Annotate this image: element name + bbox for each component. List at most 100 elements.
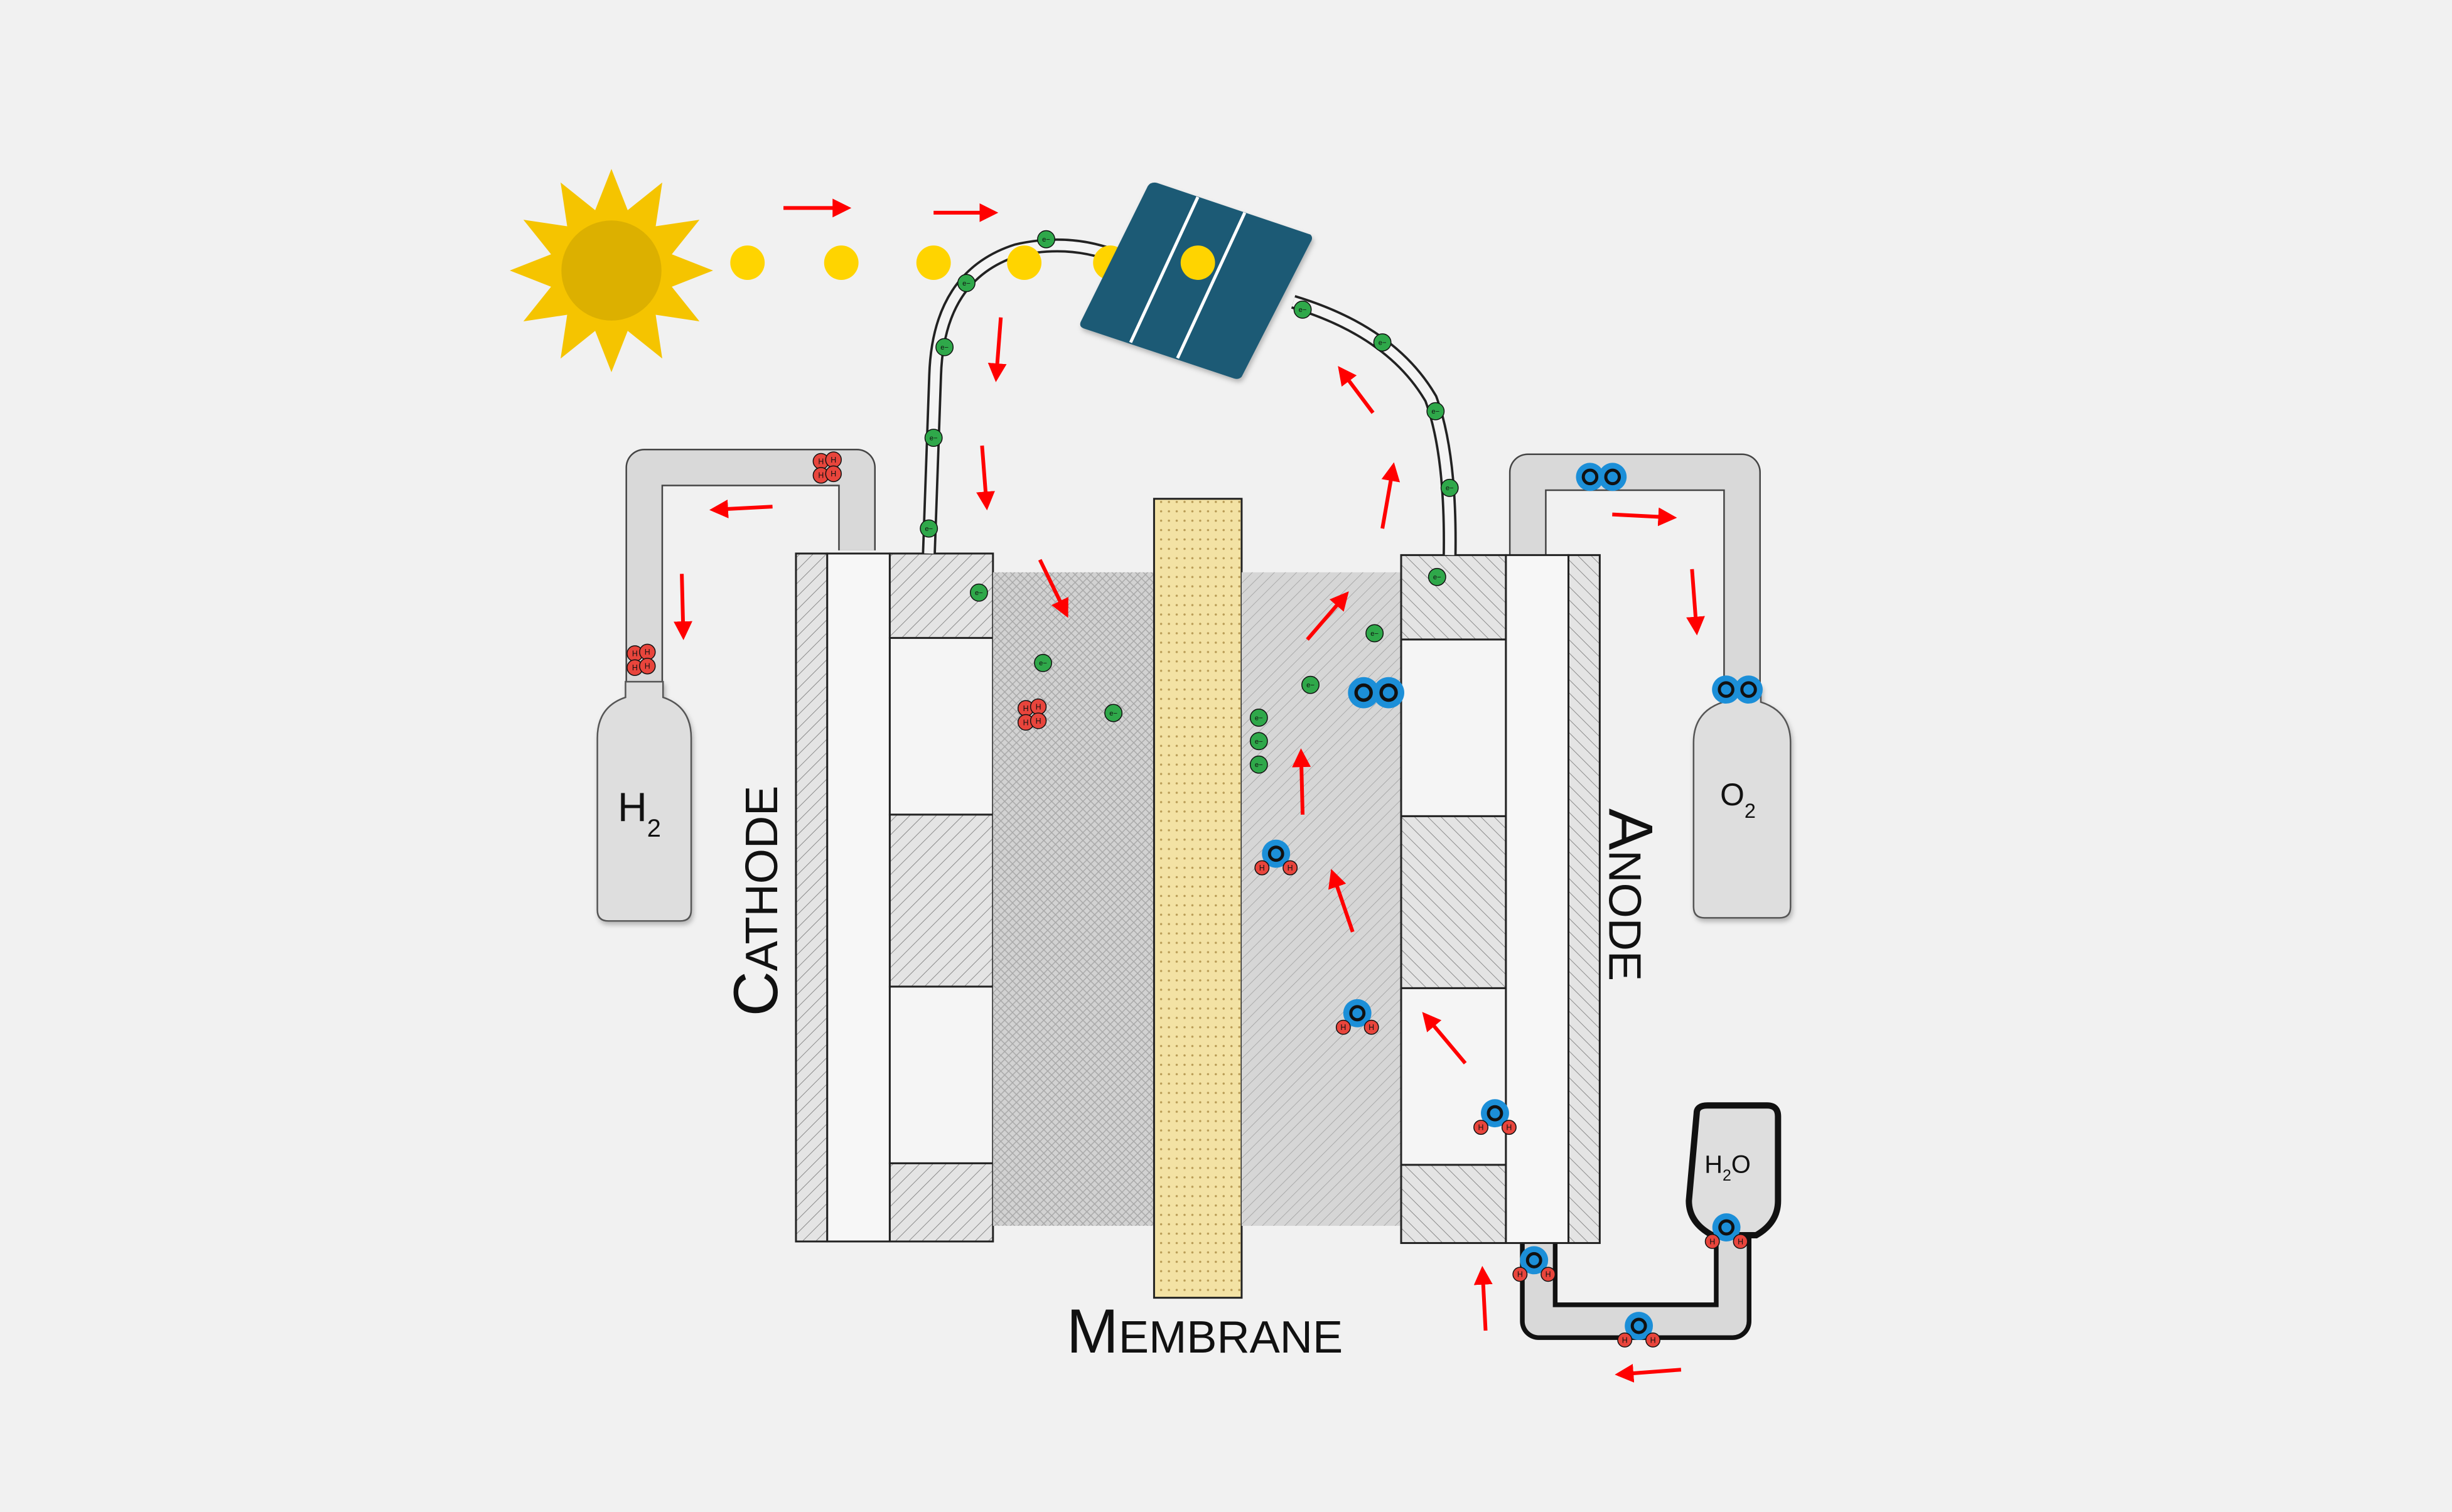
photon-icon <box>1180 245 1215 280</box>
electron-symbol: e− <box>1431 408 1439 416</box>
flow-arrow-icon <box>976 445 995 511</box>
hydrogen-symbol: H <box>1036 702 1041 711</box>
electron-icon: e− <box>1440 478 1459 497</box>
electron-symbol: e− <box>1255 714 1263 722</box>
o2-tube <box>1508 453 1761 698</box>
electron-icon: e− <box>1249 709 1268 727</box>
electron-icon: e− <box>1037 230 1055 249</box>
photon-icon <box>824 245 859 280</box>
water-tank <box>1686 1102 1782 1238</box>
electron-icon: e− <box>1249 755 1268 774</box>
h2-cylinder <box>596 680 692 922</box>
membrane-label: MEMBRANE <box>1067 1297 1343 1366</box>
sun-icon <box>510 169 713 372</box>
electron-icon: e− <box>1373 333 1392 352</box>
hydrogen-symbol: H <box>632 663 638 672</box>
cathode-end-plate <box>795 552 829 1243</box>
anode-electrode <box>1505 554 1570 1244</box>
anode-flow-block <box>1400 554 1507 641</box>
anode-assembly <box>1400 554 1601 1244</box>
flow-arrow-icon <box>1686 569 1705 636</box>
hydrogen-symbol: H <box>1023 704 1029 713</box>
electron-symbol: e− <box>1042 236 1050 244</box>
cathode-electrode <box>826 552 891 1243</box>
hydrogen-symbol: H <box>1259 864 1265 872</box>
electron-icon: e− <box>1426 402 1445 421</box>
cathode-assembly <box>795 552 994 1243</box>
electron-icon: e− <box>1249 732 1268 751</box>
hydrogen-symbol: H <box>1023 718 1029 727</box>
h2o-label: H2O <box>1704 1150 1751 1184</box>
cathode-flow-block <box>888 813 994 988</box>
flow-arrows <box>674 198 1705 1383</box>
electron-symbol: e− <box>975 589 983 597</box>
flow-arrow-icon <box>709 499 773 518</box>
anode-end-plate <box>1567 554 1601 1244</box>
photons <box>730 245 1128 280</box>
hydrogen-symbol: H <box>1738 1237 1743 1246</box>
o2-cylinder <box>1692 684 1792 919</box>
flow-arrow-icon <box>1038 559 1068 618</box>
photon-icon <box>916 245 951 280</box>
cylinder-labels: H2 O2 H2O <box>618 777 1756 1184</box>
electron-icon: e− <box>935 338 954 357</box>
electron-icon: e− <box>1034 653 1052 672</box>
flow-arrow-icon <box>987 317 1007 382</box>
hydrogen-symbol: H <box>1368 1023 1374 1032</box>
anode-flow-block <box>1400 1164 1507 1244</box>
electron-symbol: e− <box>1379 340 1387 347</box>
hydrogen-symbol: H <box>1622 1336 1628 1344</box>
hydrogen-symbol: H <box>645 648 650 657</box>
h2-tube <box>625 449 876 693</box>
solar-panel-icon <box>1080 182 1313 379</box>
flow-arrow-icon <box>1338 366 1375 414</box>
cathode-flow-channel <box>888 985 994 1164</box>
oxygen-molecule-icon <box>1576 463 1627 491</box>
electron-symbol: e− <box>925 525 933 533</box>
flow-arrow-icon <box>1612 507 1677 527</box>
cathode-catalyst-layer <box>992 572 1154 1226</box>
electron-icon: e− <box>920 519 938 538</box>
h2-label: H2 <box>618 784 661 842</box>
electron-icon: e− <box>969 583 988 602</box>
hydrogen-symbol: H <box>1650 1336 1656 1344</box>
electron-icon: e− <box>1365 624 1384 643</box>
electron-symbol: e− <box>1255 738 1263 746</box>
o2-label: O2 <box>1720 777 1756 822</box>
electron-icon: e− <box>924 429 943 448</box>
electron-symbol: e− <box>962 280 971 287</box>
hydrogen-symbol: H <box>1506 1123 1512 1132</box>
electron-icon: e− <box>1293 300 1312 319</box>
flow-arrow-icon <box>1328 869 1355 933</box>
flow-arrow-icon <box>674 574 692 640</box>
flow-arrow-icon <box>1615 1364 1682 1383</box>
flow-arrow-icon <box>1473 1265 1493 1331</box>
electron-icon: e− <box>1104 704 1123 722</box>
electron-symbol: e− <box>1255 761 1263 769</box>
electron-icon: e− <box>957 274 976 292</box>
hydrogen-symbol: H <box>645 662 650 671</box>
cathode-label: CATHODE <box>721 786 791 1017</box>
hydrogen-symbol: H <box>1036 717 1041 726</box>
flow-arrow-icon <box>1380 462 1401 529</box>
electron-symbol: e− <box>1109 710 1117 717</box>
hydrogen-symbol: H <box>818 471 824 480</box>
anode-flow-channel <box>1400 638 1507 817</box>
hydrogen-symbol: H <box>1288 864 1293 872</box>
electron-symbol: e− <box>1446 485 1454 492</box>
oxygen-molecule-icon <box>1348 677 1404 709</box>
hydrogen-symbol: H <box>831 456 836 464</box>
photon-icon <box>730 245 765 280</box>
flow-arrow-icon <box>1306 591 1349 641</box>
hydrogen-symbol: H <box>1340 1023 1346 1032</box>
electron-icon: e− <box>1301 675 1320 694</box>
electron-symbol: e− <box>930 434 938 442</box>
hydrogen-symbol: H <box>831 469 836 478</box>
electron-symbol: e− <box>1299 306 1307 314</box>
electron-symbol: e− <box>1370 630 1379 638</box>
